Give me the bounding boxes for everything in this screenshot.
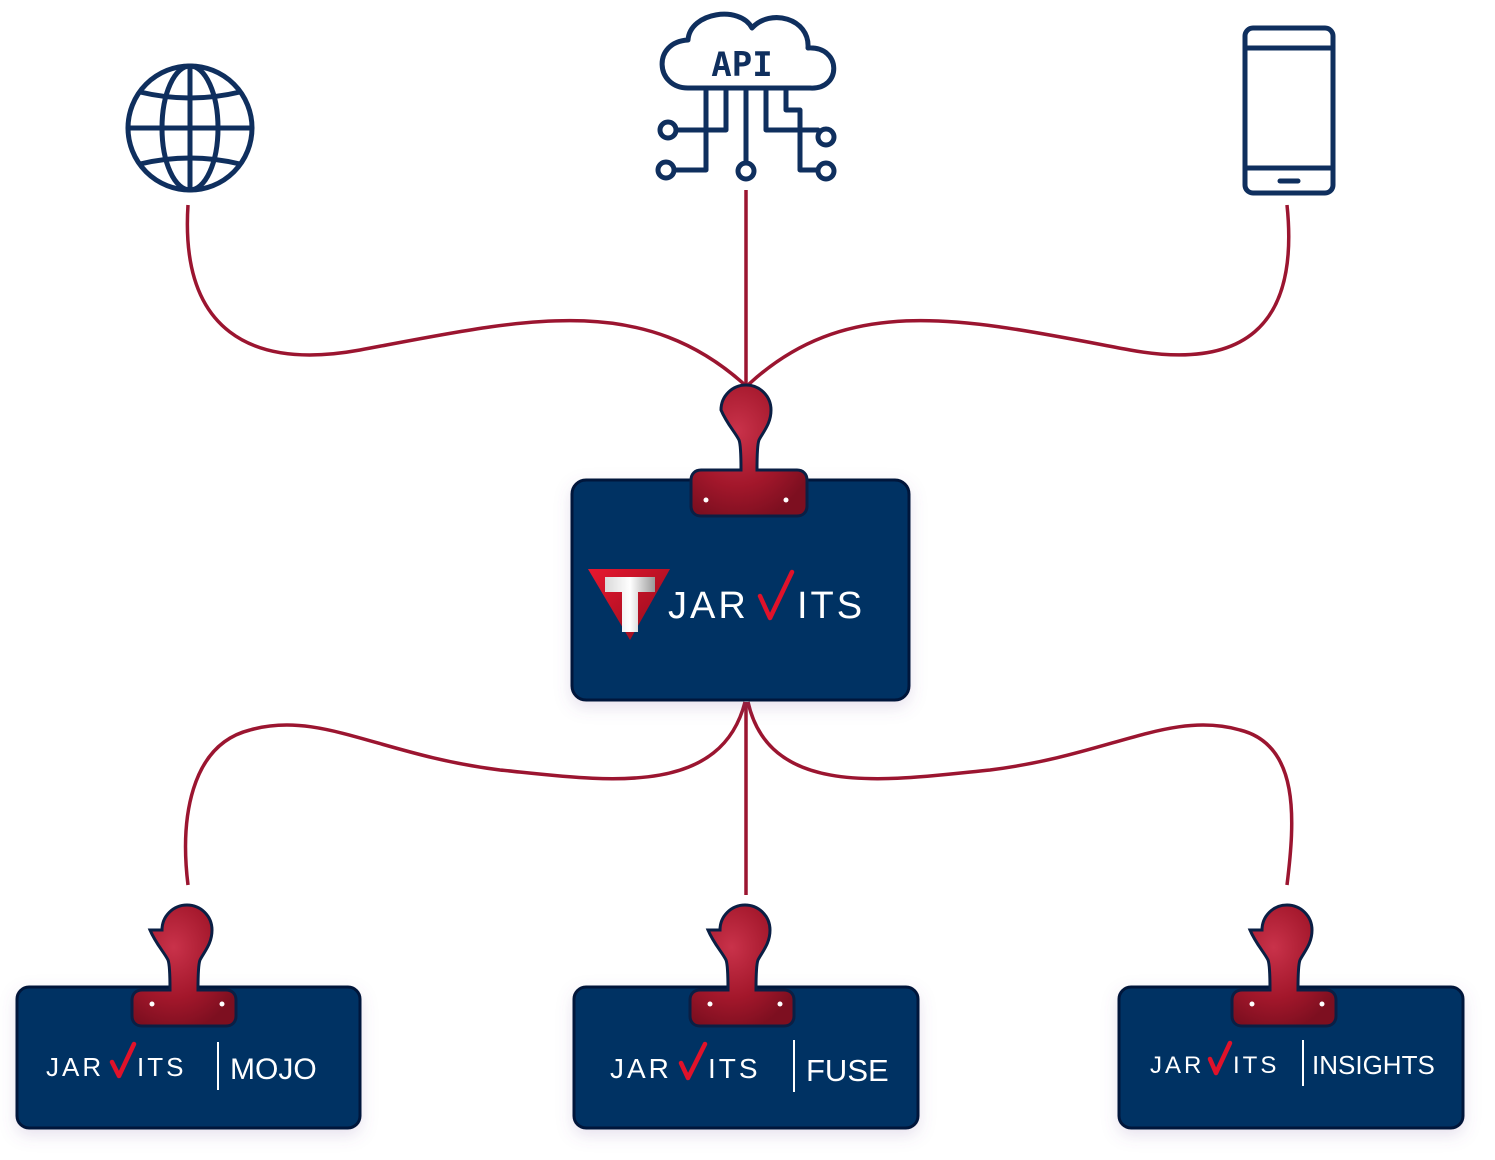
hub-clip	[689, 383, 809, 518]
product-wordmark-end: ITS	[137, 1052, 186, 1082]
product-wordmark-check	[678, 1041, 708, 1081]
product-logo-fuse: JAR ITS FUSE	[610, 1040, 889, 1092]
mobile-phone-icon	[1242, 25, 1336, 196]
product-wordmark-check	[109, 1041, 137, 1079]
product-wordmark-end: ITS	[1233, 1052, 1279, 1079]
product-wordmark-check	[1207, 1040, 1233, 1076]
product-clip-mojo	[130, 903, 238, 1028]
product-wordmark-start: JAR	[1150, 1052, 1204, 1079]
hub-wordmark-check	[757, 569, 795, 621]
hub-wordmark-end: ITS	[797, 585, 865, 627]
connectors	[183, 190, 1294, 895]
connector-globe-hub	[185, 204, 747, 387]
globe-icon	[125, 63, 255, 193]
product-clip-fuse	[688, 903, 796, 1028]
product-wordmark-start: JAR	[610, 1053, 672, 1084]
cloud-api-label: API	[711, 45, 772, 85]
product-logo-mojo: JAR ITS MOJO	[46, 1041, 317, 1090]
cloud-api-icon: API	[655, 11, 837, 182]
product-name-insights: INSIGHTS	[1312, 1050, 1435, 1080]
product-wordmark-start: JAR	[46, 1052, 104, 1082]
product-name-fuse: FUSE	[806, 1053, 889, 1088]
connector-mobile-hub	[746, 204, 1291, 387]
hub-wordmark-start: JAR	[668, 585, 749, 627]
jarvits-emblem-icon	[588, 569, 670, 640]
connector-hub-mojo	[183, 701, 747, 886]
hub-logo: JAR ITS	[588, 569, 865, 640]
product-logo-insights: JAR ITS INSIGHTS	[1150, 1040, 1435, 1086]
product-clip-insights	[1230, 903, 1338, 1028]
product-wordmark-end: ITS	[708, 1053, 761, 1084]
connector-hub-insights	[746, 701, 1294, 886]
product-name-mojo: MOJO	[230, 1053, 317, 1086]
